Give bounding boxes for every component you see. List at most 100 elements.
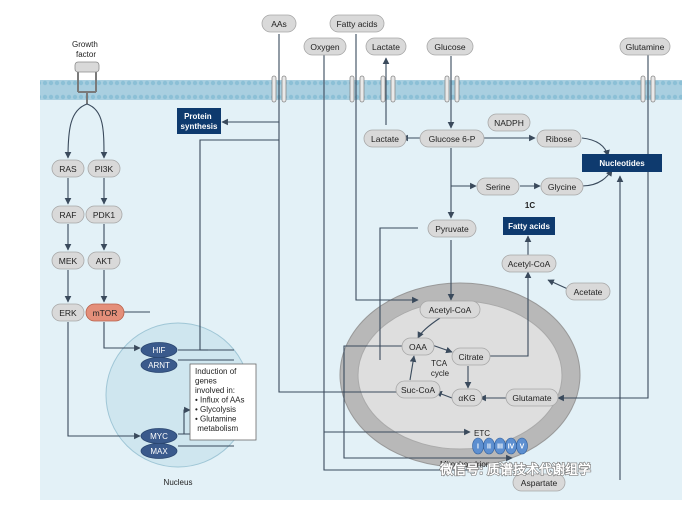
- node-serine: Serine: [476, 177, 520, 196]
- svg-text:OAA: OAA: [409, 342, 427, 352]
- svg-text:NADPH: NADPH: [494, 118, 524, 128]
- etc-complex: III: [494, 437, 506, 455]
- svg-text:mTOR: mTOR: [93, 308, 118, 318]
- gene-box-line: genes: [195, 377, 217, 386]
- node-erk: ERK: [51, 303, 85, 322]
- etc-complex: I: [472, 437, 484, 455]
- svg-text:Ribose: Ribose: [546, 134, 573, 144]
- etc-complex: V: [516, 437, 528, 455]
- node-akt: AKT: [87, 251, 121, 270]
- svg-text:Acetyl-CoA: Acetyl-CoA: [429, 305, 472, 315]
- node-aspartate: Aspartate: [512, 473, 566, 492]
- svg-text:Glycine: Glycine: [548, 182, 577, 192]
- etc-complex-label: II: [487, 444, 491, 451]
- node-acetyl-coa-mito: Acetyl-CoA: [419, 300, 481, 319]
- gene-box-line: • Influx of AAs: [195, 396, 245, 405]
- svg-text:Glucose: Glucose: [434, 42, 465, 52]
- svg-text:Suc-CoA: Suc-CoA: [401, 385, 435, 395]
- tf-max: MAX: [140, 443, 178, 459]
- growth-factor-receptor: [74, 61, 100, 104]
- protein-line2: synthesis: [181, 122, 218, 131]
- node-glucose: Glucose: [426, 37, 474, 56]
- node-ras: RAS: [51, 159, 85, 178]
- node-oxygen: Oxygen: [303, 37, 347, 56]
- node-lactate-top: Lactate: [365, 37, 407, 56]
- svg-text:Serine: Serine: [486, 182, 511, 192]
- svg-text:Lactate: Lactate: [372, 42, 400, 52]
- tf-myc: MYC: [140, 428, 178, 444]
- box-protein-synthesis: Protein synthesis: [177, 108, 221, 134]
- svg-text:Acetate: Acetate: [574, 287, 603, 297]
- tf-hif: HIF: [140, 342, 178, 358]
- etc-complex-label: IV: [508, 444, 515, 451]
- node-glutamate: Glutamate: [505, 388, 559, 407]
- svg-text:Protein synthesis: Protein synthesis: [181, 112, 218, 131]
- svg-text:ERK: ERK: [59, 308, 77, 318]
- svg-text:MYC: MYC: [150, 432, 168, 441]
- etc-complex-label: III: [497, 444, 503, 451]
- etc-complex-label: I: [477, 444, 479, 451]
- node-pyruvate: Pyruvate: [427, 219, 477, 238]
- node-ribose: Ribose: [536, 129, 582, 148]
- box-fatty-acids-out: Fatty acids: [503, 217, 555, 235]
- box-nucleotides: Nucleotides: [582, 154, 662, 172]
- watermark: 微信号: 质谱技术代谢组学: [439, 462, 591, 477]
- tca-line1: TCA: [431, 359, 448, 368]
- svg-text:Aspartate: Aspartate: [521, 478, 558, 488]
- svg-text:RAS: RAS: [59, 164, 77, 174]
- mitochondrion-label: Mitochondrion: [440, 460, 490, 469]
- svg-text:Fatty acids: Fatty acids: [336, 19, 377, 29]
- tca-line2: cycle: [431, 369, 450, 378]
- svg-text:RAF: RAF: [60, 210, 77, 220]
- node-suc-coa: Suc-CoA: [395, 380, 441, 399]
- etc-complex: IV: [505, 437, 517, 455]
- node-pi3k: PI3K: [87, 159, 121, 178]
- svg-text:Glutamate: Glutamate: [512, 393, 551, 403]
- svg-text:Nucleotides: Nucleotides: [599, 159, 645, 168]
- node-acetate: Acetate: [565, 282, 611, 301]
- growth-factor-line2: factor: [76, 50, 96, 59]
- svg-text:Oxygen: Oxygen: [310, 42, 340, 52]
- svg-text:HIF: HIF: [153, 346, 166, 355]
- growth-factor-label: Growth factor: [72, 40, 100, 59]
- node-glycine: Glycine: [540, 177, 584, 196]
- node-fatty-acids-top: Fatty acids: [329, 14, 385, 33]
- pathway-lines: [64, 34, 649, 480]
- node-mtor: mTOR: [85, 303, 125, 322]
- nucleus-label: Nucleus: [164, 478, 193, 487]
- svg-text:MEK: MEK: [59, 256, 78, 266]
- one-carbon-label: 1C: [525, 201, 535, 210]
- tca-cycle-label: TCA cycle: [431, 359, 450, 378]
- node-lactate-in: Lactate: [363, 129, 407, 148]
- protein-line1: Protein: [184, 112, 212, 121]
- transporters: [271, 75, 656, 103]
- gene-box-line: • Glycolysis: [195, 405, 236, 414]
- svg-text:Glutamine: Glutamine: [626, 42, 665, 52]
- svg-text:Pyruvate: Pyruvate: [435, 224, 469, 234]
- node-akg: αKG: [451, 388, 483, 407]
- svg-text:Lactate: Lactate: [371, 134, 399, 144]
- node-acetyl-coa-cyto: Acetyl-CoA: [501, 254, 557, 273]
- node-glucose6p: Glucose 6-P: [419, 129, 485, 148]
- etc-complex-label: V: [520, 444, 525, 451]
- node-aas: AAs: [261, 14, 297, 33]
- gene-box-line: metabolism: [195, 424, 238, 433]
- node-oaa: OAA: [401, 337, 435, 356]
- svg-text:Citrate: Citrate: [458, 352, 483, 362]
- svg-text:PDK1: PDK1: [93, 210, 115, 220]
- svg-text:MAX: MAX: [150, 447, 168, 456]
- node-mek: MEK: [51, 251, 85, 270]
- node-citrate: Citrate: [451, 347, 491, 366]
- node-nadph: NADPH: [487, 113, 531, 132]
- node-raf: RAF: [51, 205, 85, 224]
- svg-text:ARNT: ARNT: [148, 361, 170, 370]
- gene-box-line: involved in:: [195, 386, 235, 395]
- svg-text:Acetyl-CoA: Acetyl-CoA: [508, 259, 551, 269]
- mitochondrion-inner: [357, 300, 563, 450]
- svg-text:Fatty acids: Fatty acids: [508, 222, 550, 231]
- etc-label: ETC: [474, 429, 490, 438]
- etc-complex: II: [483, 437, 495, 455]
